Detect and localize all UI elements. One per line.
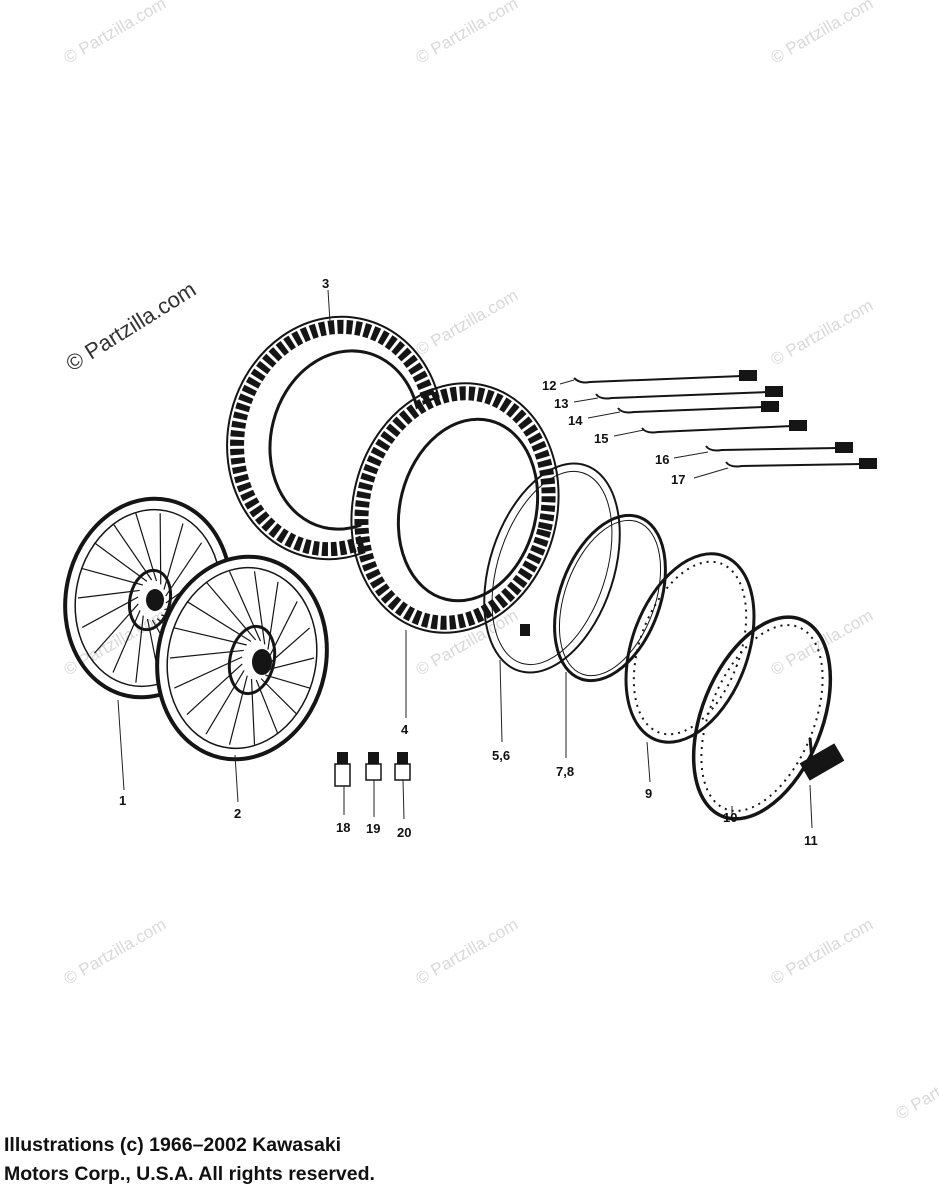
callout-2: 2 — [234, 806, 241, 821]
spoke-nipples-18-20 — [334, 752, 411, 787]
spoke-line — [267, 581, 279, 650]
spoke-line — [82, 568, 143, 586]
spoke-line — [269, 627, 311, 664]
spoke-line — [112, 523, 153, 581]
callout-19: 19 — [366, 821, 380, 836]
callout-14: 14 — [568, 413, 583, 428]
spoke-line — [265, 674, 310, 689]
watermark: © Partzilla.com — [893, 1050, 939, 1124]
spoke-line — [174, 627, 247, 646]
tube-5-6 — [483, 462, 621, 674]
spoke-line — [269, 601, 298, 657]
spoke-line — [174, 656, 243, 689]
watermark: © Partzilla.com — [768, 296, 877, 370]
spoke-line — [163, 523, 184, 590]
spoke-line — [205, 581, 257, 641]
watermark: © Partzilla.com — [61, 915, 170, 989]
spoke-line — [165, 542, 203, 597]
spoke-line — [81, 596, 139, 628]
callout-labels: 1 2 3 4 5,6 7,8 9 10 11 12 13 14 15 16 1… — [119, 276, 818, 848]
rim-lock-11 — [799, 737, 845, 781]
spoke-line — [186, 663, 243, 716]
callout-12: 12 — [542, 378, 556, 393]
wheel-assembly-2 — [155, 554, 329, 762]
callout-15: 15 — [594, 431, 608, 446]
spoke-line — [159, 513, 162, 585]
spoke-line — [250, 678, 256, 745]
copyright-line-2: Motors Corp., U.S.A. All rights reserved… — [4, 1163, 375, 1185]
callout-3: 3 — [322, 276, 329, 291]
spoke-line — [77, 589, 140, 599]
callout-9: 9 — [645, 786, 652, 801]
spoke-line — [268, 657, 315, 671]
callout-16: 16 — [655, 452, 669, 467]
leader-lines — [117, 289, 813, 829]
watermark: © Partzilla.com — [61, 0, 170, 67]
spoke-line — [205, 670, 245, 735]
spoke-line — [260, 678, 298, 715]
spoke-line — [135, 513, 158, 582]
spokes-12-17 — [573, 370, 877, 469]
watermark: © Partzilla.com — [413, 915, 522, 989]
callout-5-6: 5,6 — [492, 748, 510, 763]
spoke-line — [112, 610, 141, 673]
copyright-notice: Illustrations (c) 1966–2002 Kawasaki Mot… — [4, 1131, 704, 1189]
watermark-strong: © Partzilla.com — [61, 276, 200, 376]
watermark: © Partzilla.com — [413, 286, 522, 360]
spoke-line — [228, 675, 248, 745]
spoke-line — [228, 571, 262, 642]
spoke-line — [94, 542, 148, 582]
callout-1: 1 — [119, 793, 126, 808]
spoke-line — [169, 649, 244, 659]
callout-7-8: 7,8 — [556, 764, 574, 779]
rim-10 — [691, 615, 833, 821]
tire-4 — [350, 382, 560, 634]
copyright-line-1: Illustrations (c) 1966–2002 Kawasaki — [4, 1134, 342, 1156]
watermark: © Partzilla.com — [413, 0, 522, 67]
rim-9 — [624, 552, 756, 744]
spoke-line — [93, 603, 139, 654]
callout-4: 4 — [401, 722, 409, 737]
callout-11: 11 — [804, 833, 818, 848]
callout-20: 20 — [397, 825, 411, 840]
rim-band-7-8 — [553, 513, 667, 683]
watermark: © Partzilla.com — [768, 915, 877, 989]
watermark: © Partzilla.com — [768, 0, 877, 67]
callout-10: 10 — [723, 810, 737, 825]
spoke-line — [186, 600, 252, 642]
callout-17: 17 — [671, 472, 685, 487]
spoke-line — [135, 615, 144, 683]
spoke-line — [255, 679, 279, 735]
callout-18: 18 — [336, 820, 350, 835]
spoke-line — [253, 571, 266, 645]
callout-13: 13 — [554, 396, 568, 411]
